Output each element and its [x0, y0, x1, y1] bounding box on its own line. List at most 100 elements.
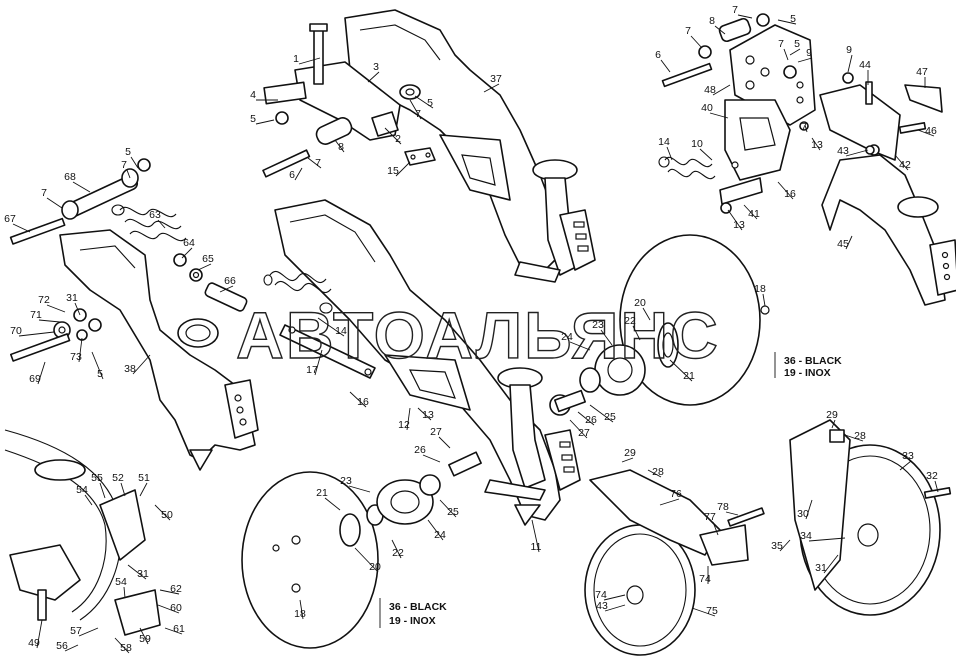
callout-leader-65 [197, 263, 212, 271]
callout-leader-13 [811, 137, 821, 151]
right-disc-note: 36 - BLACK 19 - INOX [774, 352, 842, 379]
middle-spring-14 [263, 271, 333, 314]
left-bolt-66 [189, 268, 248, 312]
callout-leader-42 [894, 154, 909, 171]
callout-14: 14 [335, 325, 347, 337]
callout-23: 23 [592, 319, 604, 331]
callout-leader-22 [632, 325, 641, 341]
callout-leader-8 [714, 25, 726, 35]
callout-23: 23 [340, 475, 352, 487]
callout-leader-49 [36, 619, 43, 649]
callout-6: 6 [289, 169, 295, 181]
callout-13: 13 [422, 409, 434, 421]
lower-note-black: 36 - BLACK [389, 601, 447, 613]
gauge-wheel-75 [584, 469, 765, 656]
callout-2: 2 [395, 133, 401, 145]
callout-leader-68 [72, 181, 91, 193]
callout-leader-28 [647, 469, 662, 478]
callout-7: 7 [801, 121, 807, 133]
callout-leader-18 [762, 293, 766, 307]
callout-37: 37 [490, 73, 502, 85]
callout-3: 3 [373, 61, 379, 73]
callout-leader-69 [37, 361, 46, 385]
callout-18: 18 [754, 283, 766, 295]
callout-leader-34 [808, 537, 846, 542]
callout-58: 58 [120, 642, 132, 654]
callout-48: 48 [704, 84, 716, 96]
callout-9: 9 [806, 47, 812, 59]
callout-leader-16 [349, 391, 367, 408]
callout-55: 55 [91, 472, 103, 484]
callout-5: 5 [97, 368, 103, 380]
callout-leader-5 [91, 351, 104, 380]
callout-10: 10 [691, 138, 703, 150]
callout-43: 43 [596, 600, 608, 612]
callout-leader-29 [831, 419, 836, 429]
callout-21: 21 [316, 487, 328, 499]
callout-68: 68 [64, 171, 76, 183]
callout-leader-32 [934, 480, 939, 493]
top-right-plate-40 [724, 99, 791, 181]
callout-11: 11 [531, 541, 542, 553]
callout-leader-31 [823, 554, 839, 574]
callout-32: 32 [926, 470, 938, 482]
callout-leader-56 [64, 644, 79, 652]
callout-8: 8 [709, 15, 715, 27]
callout-leader-22 [391, 539, 402, 559]
callout-leader-21 [324, 497, 341, 511]
left-frame-38 [59, 229, 259, 471]
callout-leader-1 [298, 57, 321, 65]
callout-leader-77 [712, 521, 719, 536]
callout-leader-10 [699, 148, 713, 161]
callout-38: 38 [124, 363, 136, 375]
callout-7: 7 [778, 38, 784, 50]
lower-disc [241, 471, 379, 649]
callout-34: 34 [800, 530, 812, 542]
callout-leader-27 [569, 419, 588, 439]
callout-7: 7 [41, 187, 47, 199]
callout-leader-57 [78, 627, 99, 637]
callout-leader-7 [690, 35, 703, 49]
callout-13: 13 [733, 219, 745, 231]
callout-7: 7 [732, 4, 738, 16]
callout-54: 54 [115, 576, 127, 588]
callout-43: 43 [837, 145, 849, 157]
callout-leader-37 [483, 83, 500, 93]
callout-61: 61 [173, 623, 185, 635]
callout-leader-28 [844, 434, 864, 442]
callout-leader-18 [299, 599, 304, 620]
bottom-left-bracket [9, 489, 161, 636]
callout-leader-31 [127, 564, 147, 580]
callout-5: 5 [427, 97, 433, 109]
callout-1: 1 [293, 53, 299, 65]
top-right-spring-14 [658, 156, 716, 180]
callout-74: 74 [699, 573, 711, 585]
callout-8: 8 [338, 141, 344, 153]
callout-leader-40 [709, 112, 729, 119]
callout-20: 20 [634, 297, 646, 309]
callout-leader-12 [406, 407, 411, 431]
callout-62: 62 [170, 583, 182, 595]
callout-leader-16 [777, 181, 794, 200]
callout-17: 17 [306, 364, 318, 376]
callout-leader-54 [123, 586, 126, 599]
callout-45: 45 [837, 238, 849, 250]
left-shaft-68 [9, 158, 151, 245]
callout-leader-74 [603, 594, 626, 601]
callout-22: 22 [624, 315, 636, 327]
callout-31: 31 [137, 568, 149, 580]
callout-leader-23 [348, 485, 371, 493]
callout-27: 27 [578, 427, 590, 439]
callout-28: 28 [652, 466, 664, 478]
callout-71: 71 [30, 309, 42, 321]
callout-leader-33 [899, 460, 912, 471]
callout-leader-24 [427, 519, 444, 541]
callout-leader-55 [99, 482, 106, 499]
callout-leader-45 [845, 235, 853, 250]
callout-leader-60 [157, 604, 180, 614]
gauge-wheel-33 [789, 419, 952, 616]
callout-leader-70 [18, 331, 55, 337]
callout-15: 15 [387, 165, 399, 177]
callout-64: 64 [183, 237, 195, 249]
